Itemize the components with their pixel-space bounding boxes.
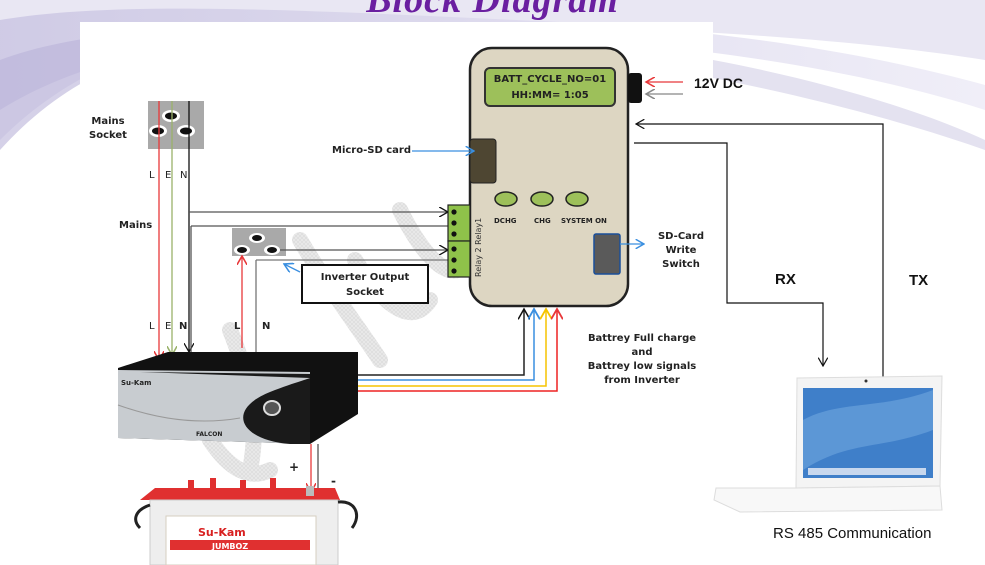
inverter-brand: Su-Kam	[121, 379, 152, 387]
inverter-wire-label-l: L	[234, 321, 241, 332]
inverter-signals-label-line-2: Battrey low signals	[587, 361, 697, 372]
led-label-system-on: SYSTEM ON	[561, 217, 607, 225]
mains-socket-label-line-1: Mains	[91, 116, 125, 127]
wire-label-l-bottom: L	[149, 321, 155, 332]
inverter-output-wires	[242, 250, 448, 352]
sd-switch-label-line-2: Write	[665, 245, 697, 256]
tx-label: TX	[909, 272, 929, 289]
mains-socket-label: Mains Socket	[86, 115, 130, 143]
wire-label-e-top: E	[165, 170, 172, 181]
wire-label-n-bottom: N	[179, 321, 188, 332]
inverter-wire-label-n: N	[262, 321, 271, 332]
wire-label-n-top: N	[180, 170, 188, 181]
mains-label: Mains	[119, 220, 153, 231]
wire-label-l-top: L	[149, 170, 155, 181]
inverter-signal-wires	[357, 309, 557, 392]
relay-label: Relay 2 Relay1	[474, 217, 483, 277]
slide-title: Block Diagram	[366, 0, 619, 21]
lcd-display: BATT_CYCLE_NO=01 HH:MM= 1:05	[484, 67, 616, 107]
mains-socket	[148, 101, 204, 149]
battery-wires	[311, 444, 319, 492]
battery-minus-label: -	[331, 474, 336, 488]
inverter-output-socket-label: Inverter Output Socket	[301, 264, 429, 304]
led-label-chg: CHG	[534, 217, 551, 225]
lcd-line-2: HH:MM= 1:05	[511, 90, 589, 101]
rx-label: RX	[775, 271, 796, 288]
lcd-line-1: BATT_CYCLE_NO=01	[493, 74, 607, 85]
sd-switch-label: SD-Card Write Switch	[652, 230, 710, 272]
inverter-signals-label-line-1: Battrey Full charge and	[587, 333, 697, 358]
inverter-signals-label: Battrey Full charge and Battrey low sign…	[576, 332, 708, 388]
power-input-label: 12V DC	[694, 75, 744, 91]
led-label-dchg: DCHG	[494, 217, 517, 225]
mains-socket-label-line-2: Socket	[89, 130, 127, 141]
battery-model: JUMBOZ	[212, 542, 249, 551]
sd-switch-label-line-3: Switch	[662, 259, 700, 270]
power-input-arrows	[646, 82, 683, 94]
inverter-output-socket	[232, 228, 286, 256]
battery-plus-label: +	[289, 460, 300, 474]
inverter-signals-label-line-3: from Inverter	[604, 375, 680, 386]
inverter-output-label-line-2: Socket	[346, 287, 384, 298]
sd-switch-label-line-1: SD-Card	[657, 231, 704, 242]
inverter-unit	[117, 352, 358, 444]
wire-label-e-bottom: E	[165, 321, 172, 332]
rs485-lines	[634, 124, 884, 378]
battery-brand: Su-Kam	[198, 526, 246, 539]
mains-wires	[159, 101, 448, 360]
inverter-output-label-line-1: Inverter Output	[320, 272, 410, 283]
controller-device	[447, 46, 642, 308]
battery	[134, 478, 358, 565]
micro-sd-label: Micro-SD card	[332, 145, 412, 156]
rs485-caption: RS 485 Communication	[773, 525, 932, 542]
inverter-model: FALCON	[196, 431, 223, 438]
laptop	[713, 375, 943, 513]
